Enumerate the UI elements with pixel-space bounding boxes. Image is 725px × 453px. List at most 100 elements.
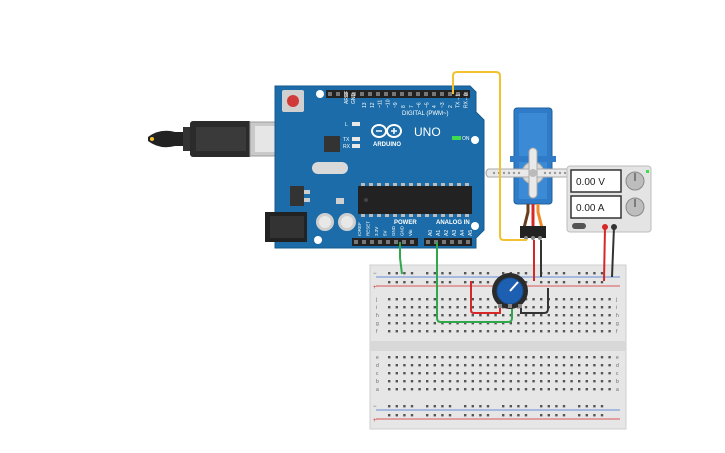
breadboard-hole[interactable]: [433, 298, 436, 301]
breadboard-hole[interactable]: [471, 306, 474, 309]
breadboard-hole[interactable]: [395, 298, 398, 301]
breadboard-hole[interactable]: [464, 405, 467, 408]
breadboard-hole[interactable]: [448, 356, 452, 359]
breadboard-hole[interactable]: [395, 414, 398, 417]
pin-hole[interactable]: [448, 92, 452, 96]
breadboard-hole[interactable]: [471, 356, 474, 359]
breadboard-hole[interactable]: [395, 306, 398, 309]
breadboard-hole[interactable]: [547, 314, 550, 317]
breadboard-hole[interactable]: [456, 372, 459, 375]
breadboard-hole[interactable]: [570, 306, 573, 309]
breadboard-hole[interactable]: [494, 356, 497, 359]
breadboard-hole[interactable]: [479, 405, 482, 408]
breadboard-hole[interactable]: [532, 380, 535, 383]
breadboard-hole[interactable]: [456, 314, 459, 317]
breadboard-hole[interactable]: [517, 364, 520, 367]
breadboard-hole[interactable]: [600, 372, 604, 375]
breadboard-hole[interactable]: [395, 364, 398, 367]
breadboard-hole[interactable]: [456, 298, 459, 301]
breadboard-hole[interactable]: [403, 272, 406, 275]
breadboard-hole[interactable]: [464, 314, 467, 317]
wire-red-supply[interactable]: [603, 226, 606, 282]
pin-hole[interactable]: [464, 92, 468, 96]
pin-hole[interactable]: [408, 92, 412, 96]
breadboard-hole[interactable]: [562, 372, 566, 375]
digital-pin-holes[interactable]: [328, 92, 468, 96]
breadboard-hole[interactable]: [578, 330, 581, 333]
breadboard-hole[interactable]: [547, 405, 550, 408]
breadboard-hole[interactable]: [486, 388, 490, 391]
breadboard-hole[interactable]: [471, 322, 474, 325]
breadboard-hole[interactable]: [540, 380, 543, 383]
breadboard-hole[interactable]: [395, 322, 398, 325]
power-switch[interactable]: [572, 223, 586, 229]
breadboard-hole[interactable]: [570, 364, 573, 367]
breadboard-hole[interactable]: [395, 372, 398, 375]
breadboard-hole[interactable]: [532, 372, 535, 375]
breadboard-hole[interactable]: [395, 272, 398, 275]
breadboard-hole[interactable]: [540, 306, 543, 309]
breadboard-hole[interactable]: [471, 330, 474, 333]
breadboard-hole[interactable]: [585, 380, 588, 383]
breadboard-hole[interactable]: [540, 330, 543, 333]
breadboard-hole[interactable]: [448, 330, 452, 333]
breadboard-hole[interactable]: [395, 380, 398, 383]
breadboard-hole[interactable]: [410, 388, 414, 391]
breadboard-hole[interactable]: [395, 281, 398, 284]
breadboard-hole[interactable]: [441, 388, 444, 391]
breadboard-hole[interactable]: [555, 356, 558, 359]
breadboard-hole[interactable]: [479, 388, 482, 391]
breadboard-hole[interactable]: [479, 356, 482, 359]
breadboard-hole[interactable]: [555, 330, 558, 333]
breadboard-hole[interactable]: [426, 306, 429, 309]
breadboard-hole[interactable]: [532, 298, 535, 301]
breadboard-hole[interactable]: [562, 405, 566, 408]
breadboard-hole[interactable]: [509, 330, 512, 333]
breadboard-hole[interactable]: [388, 405, 391, 408]
breadboard-hole[interactable]: [418, 298, 421, 301]
breadboard-hole[interactable]: [464, 272, 467, 275]
breadboard-hole[interactable]: [578, 306, 581, 309]
breadboard-hole[interactable]: [433, 281, 436, 284]
breadboard-hole[interactable]: [426, 314, 429, 317]
breadboard-hole[interactable]: [562, 388, 566, 391]
breadboard-hole[interactable]: [585, 405, 588, 408]
breadboard-hole[interactable]: [517, 356, 520, 359]
breadboard-hole[interactable]: [441, 314, 444, 317]
breadboard-hole[interactable]: [418, 388, 421, 391]
breadboard-hole[interactable]: [540, 356, 543, 359]
pin-hole[interactable]: [394, 240, 398, 244]
breadboard-hole[interactable]: [517, 372, 520, 375]
breadboard-hole[interactable]: [479, 364, 482, 367]
breadboard-hole[interactable]: [524, 314, 528, 317]
breadboard-hole[interactable]: [547, 281, 550, 284]
breadboard-hole[interactable]: [509, 380, 512, 383]
breadboard-hole[interactable]: [441, 281, 444, 284]
breadboard-hole[interactable]: [494, 306, 497, 309]
breadboard-hole[interactable]: [502, 314, 505, 317]
breadboard-hole[interactable]: [464, 372, 467, 375]
breadboard-hole[interactable]: [532, 388, 535, 391]
breadboard-hole[interactable]: [547, 356, 550, 359]
breadboard-hole[interactable]: [403, 380, 406, 383]
breadboard-hole[interactable]: [456, 322, 459, 325]
pin-hole[interactable]: [386, 240, 390, 244]
breadboard-hole[interactable]: [388, 356, 391, 359]
breadboard-hole[interactable]: [540, 372, 543, 375]
breadboard-hole[interactable]: [441, 380, 444, 383]
breadboard-hole[interactable]: [547, 380, 550, 383]
breadboard-hole[interactable]: [403, 306, 406, 309]
pin-hole[interactable]: [416, 92, 420, 96]
breadboard-hole[interactable]: [441, 298, 444, 301]
breadboard-hole[interactable]: [456, 330, 459, 333]
breadboard-hole[interactable]: [464, 322, 467, 325]
breadboard-hole[interactable]: [509, 388, 512, 391]
pin-hole[interactable]: [426, 240, 430, 244]
breadboard-hole[interactable]: [547, 322, 550, 325]
breadboard-hole[interactable]: [456, 364, 459, 367]
breadboard-hole[interactable]: [388, 380, 391, 383]
breadboard-hole[interactable]: [471, 414, 474, 417]
reset-button-cap[interactable]: [287, 95, 299, 107]
breadboard-hole[interactable]: [471, 380, 474, 383]
